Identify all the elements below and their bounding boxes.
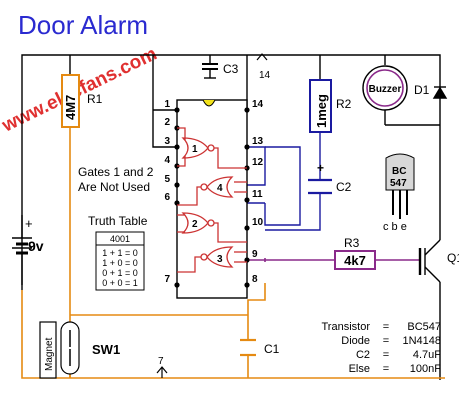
spec-value: BC547 (407, 321, 441, 333)
gates-note-line1: Gates 1 and 2 (78, 165, 154, 179)
transistor-package-icon: BC 547 c b e (383, 153, 415, 233)
q1-label: Q1 (447, 251, 459, 265)
ic-pin-right-dot (244, 225, 250, 231)
watermark: www.elecfans.com (0, 43, 160, 137)
ic-pin-left-label: 4 (164, 155, 170, 166)
spec-value: 4.7uF (413, 349, 441, 361)
resistor-r3: 4k7 (334, 250, 376, 270)
gate-labels: 1 2 3 4 (192, 144, 223, 265)
ic-pin-right-label: 11 (252, 189, 263, 200)
diode-d1 (432, 86, 448, 99)
c2-label: C2 (336, 180, 352, 194)
ic-pin-right-label: 12 (252, 157, 264, 168)
package-line1: BC (392, 166, 406, 177)
ic-pin-left-label: 1 (164, 99, 170, 110)
package-pins: c b e (383, 221, 407, 233)
vcc-arrow-icon (256, 53, 268, 61)
ic-pin-right-dot (244, 282, 250, 288)
ic-pin-left-label: 7 (164, 274, 170, 285)
gnd-pin-label: 7 (158, 356, 164, 367)
ground-arrow-icon (156, 366, 168, 374)
gate-number: 3 (217, 254, 223, 265)
ic-pin-left-label: 2 (164, 117, 170, 128)
truth-table-row: 0 + 0 = 1 (102, 278, 138, 288)
blue-wires (247, 132, 321, 231)
spec-equals: = (383, 349, 389, 361)
ic-pin-left-label: 3 (164, 136, 170, 147)
capacitor-c1 (240, 338, 256, 357)
ic-pin-left-label: 5 (164, 174, 170, 185)
spec-part: Diode (341, 335, 370, 347)
r2-label: R2 (336, 97, 352, 111)
capacitor-c2 (308, 178, 332, 197)
r3-label: R3 (344, 236, 360, 250)
ic-pin-left-label: 6 (164, 192, 170, 203)
spec-part: C2 (356, 349, 370, 361)
ic-pin-right-dot (244, 197, 250, 203)
c2-plus: + (317, 161, 324, 175)
package-line2: 547 (390, 178, 407, 189)
ic-pin-right-label: 10 (252, 217, 264, 228)
ic-pin-right-label: 9 (252, 249, 258, 260)
buzzer: Buzzer (362, 65, 408, 111)
vcc-pin-label: 14 (259, 70, 271, 81)
battery-label: 9v (28, 238, 44, 254)
gate-number: 2 (192, 219, 198, 230)
ic-pin-right-dot (244, 144, 250, 150)
buzzer-label: Buzzer (369, 84, 402, 95)
ic-pin-left-dot (174, 182, 180, 188)
capacitor-c3 (202, 63, 218, 79)
ic-pin-right-label: 14 (252, 99, 264, 110)
truth-table-row: 1 + 0 = 0 (102, 258, 138, 268)
truth-table-header: 4001 (110, 234, 130, 244)
ic-pin-left-dot (174, 282, 180, 288)
resistor-r1: 4M7 (61, 74, 80, 128)
magnet-label: Magnet (44, 337, 55, 371)
ic-pin-right-dot (244, 257, 250, 263)
r1-label: R1 (87, 92, 103, 106)
ic-pin-right-label: 13 (252, 136, 264, 147)
c1-label: C1 (264, 342, 280, 356)
purple-wires (247, 258, 420, 262)
battery-plus: + (25, 216, 33, 231)
spec-equals: = (383, 321, 389, 333)
truth-table: 4001 (95, 231, 145, 291)
r2-value-label: 1meg (314, 94, 329, 128)
ic-pin-right-label: 8 (252, 274, 258, 285)
gate-number: 4 (217, 183, 223, 194)
spec-part: Transistor (322, 321, 371, 333)
d1-label: D1 (414, 83, 430, 97)
truth-table-row: 0 + 1 = 0 (102, 268, 138, 278)
reed-switch: Magnet (39, 321, 80, 379)
title: Door Alarm (18, 10, 148, 40)
ic-pin-left-dot (174, 200, 180, 206)
gates-note-line2: Are Not Used (78, 180, 150, 194)
battery-icon (12, 237, 32, 255)
ic-pin-left-dot (174, 107, 180, 113)
nor-gates (177, 127, 247, 273)
ic-pin-right-dot (244, 107, 250, 113)
truth-table-rows: 1 + 1 = 01 + 0 = 00 + 1 = 00 + 0 = 1 (102, 248, 138, 288)
r3-value-label: 4k7 (344, 253, 366, 268)
spec-equals: = (383, 363, 389, 375)
r1-value-label: 4M7 (63, 95, 78, 120)
c3-label: C3 (223, 62, 239, 76)
resistor-r2: 1meg (309, 79, 332, 133)
truth-table-row: 1 + 1 = 0 (102, 248, 138, 258)
ic-4001 (176, 99, 248, 299)
ic-pin-left-dot (174, 144, 180, 150)
gate-number: 1 (192, 144, 198, 155)
spec-part: Else (349, 363, 370, 375)
truth-table-title: Truth Table (88, 214, 148, 228)
spec-value: 100nF (410, 363, 441, 375)
sw1-label: SW1 (92, 342, 120, 357)
spec-equals: = (383, 335, 389, 347)
black-wires (21, 54, 441, 380)
spec-value: 1N4148 (402, 335, 441, 347)
